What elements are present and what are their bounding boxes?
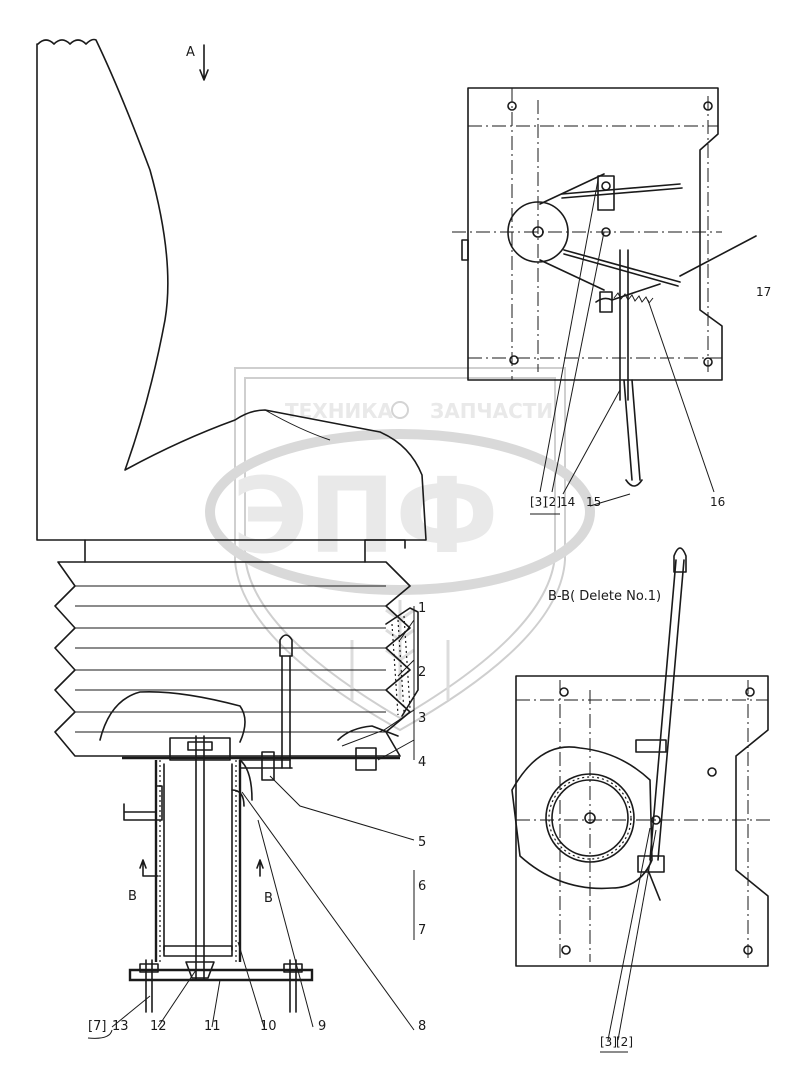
callout-9: 9 — [318, 1019, 326, 1034]
seat-assembly — [36, 38, 427, 1013]
top-view-plate — [452, 87, 757, 487]
callout-10: 10 — [260, 1019, 277, 1034]
section-disc — [545, 773, 635, 863]
top-callout-16: 16 — [710, 495, 725, 509]
column-housing — [154, 760, 242, 962]
callout-5: 5 — [418, 835, 426, 850]
callout-8: 8 — [418, 1019, 426, 1034]
view-a-label: A — [186, 45, 195, 60]
section-callout-3-bracket: [3] — [600, 1035, 617, 1049]
base-plate — [128, 968, 314, 982]
section-bb-plate — [511, 547, 770, 967]
callout-12: 12 — [150, 1019, 167, 1034]
callout-4: 4 — [418, 755, 426, 770]
section-b-label-left: B — [128, 889, 137, 904]
top-leaders — [530, 179, 715, 515]
top-disc — [507, 201, 569, 263]
callout-7-bracket: [7] — [88, 1019, 106, 1034]
callout-2: 2 — [418, 665, 426, 680]
top-callout-3-bracket: [3] — [530, 495, 547, 509]
section-title: B-B( Delete No.1) — [548, 589, 661, 604]
section-leaders — [600, 827, 657, 1053]
top-callout-17: 17 — [756, 285, 771, 299]
callout-7: 7 — [418, 923, 426, 938]
top-callout-2-bracket: [2] — [544, 495, 561, 509]
watermark-text-right: ЗАПЧАСТИ — [430, 399, 553, 423]
section-callout-2-bracket: [2] — [616, 1035, 633, 1049]
center-shaft — [195, 735, 205, 981]
main-leaders — [87, 606, 415, 1039]
callout-6: 6 — [418, 879, 426, 894]
top-callout-15: 15 — [586, 495, 601, 509]
callout-3: 3 — [418, 711, 426, 726]
callout-1: 1 — [418, 601, 426, 616]
seat-backrest — [36, 38, 427, 541]
top-callout-14: 14 — [560, 495, 575, 509]
gear-icon — [391, 401, 409, 419]
watermark-text-left: ТЕХНИКА — [285, 399, 394, 423]
watermark-ellipse — [205, 429, 595, 595]
section-b-label-right: B — [264, 891, 273, 906]
bellows — [54, 561, 411, 757]
callout-13: 13 — [112, 1019, 129, 1034]
callout-11: 11 — [204, 1019, 221, 1034]
